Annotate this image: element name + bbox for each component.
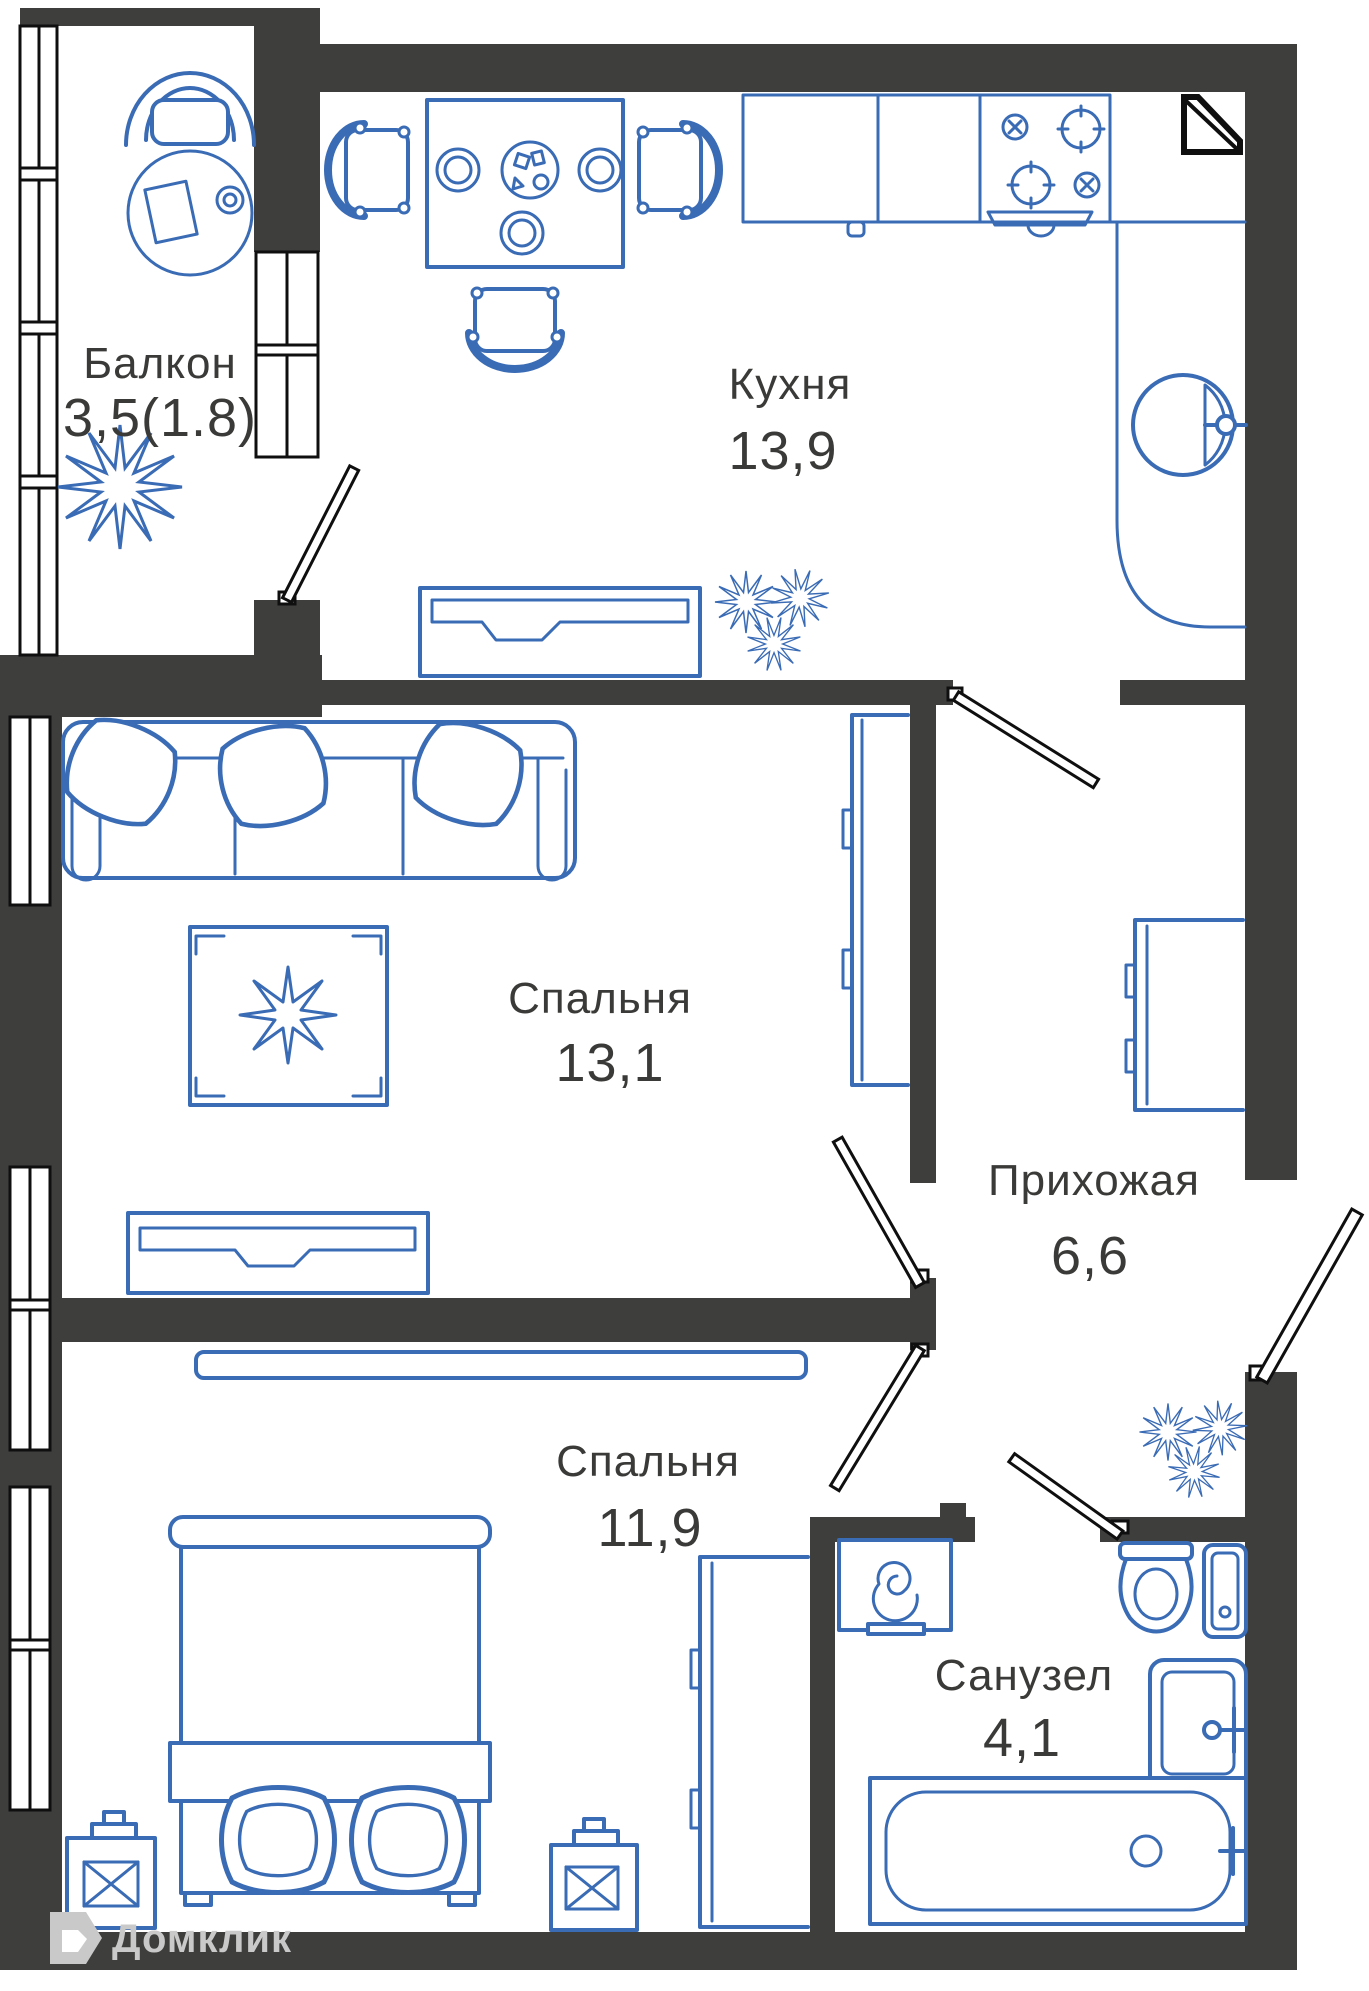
bathroom-furniture	[837, 1538, 1248, 1926]
area-bathroom: 4,1	[983, 1708, 1061, 1768]
bottom-outer-wall	[57, 1932, 1297, 1970]
watermark-text: Домклик	[112, 1917, 292, 1961]
balcony-armchair	[124, 71, 256, 147]
bedroom2-window-lower	[8, 1485, 52, 1812]
hallway-plant	[1138, 1391, 1257, 1506]
bedroom2-shelf	[194, 1350, 808, 1380]
windows	[8, 24, 320, 1812]
sofa	[55, 708, 577, 882]
doors	[277, 463, 1365, 1542]
balcony-window	[18, 24, 59, 657]
vent-shaft-icon	[1181, 94, 1243, 155]
watermark: Домклик	[50, 1912, 292, 1964]
table-star-decor	[238, 965, 338, 1065]
kitchen-hall-wall-stub	[1120, 680, 1245, 705]
kitchen-door	[946, 686, 1101, 790]
bathroom-left-wall	[810, 1517, 835, 1932]
label-balcony: Балкон	[83, 339, 237, 388]
kitchen-tv-stand	[418, 586, 702, 678]
area-bedroom1: 13,1	[555, 1033, 664, 1093]
bathroom-jamb-block	[940, 1503, 966, 1517]
bathroom-sink	[1148, 1658, 1248, 1802]
label-hallway: Прихожая	[988, 1156, 1200, 1205]
right-outer-wall-lower	[1245, 1496, 1297, 1970]
right-outer-wall-upper	[1245, 44, 1297, 1180]
nightstand-right	[549, 1817, 639, 1932]
toilet	[1118, 1541, 1194, 1634]
label-bathroom: Санузел	[935, 1651, 1113, 1700]
nightstand-left	[65, 1810, 157, 1930]
label-bedroom1: Спальня	[508, 974, 692, 1023]
kitchen-plant	[714, 559, 839, 679]
bedroom2-door	[828, 1342, 930, 1493]
bedroom1-wardrobe	[841, 713, 910, 1087]
label-bedroom2: Спальня	[556, 1437, 740, 1486]
chair-right	[638, 123, 719, 217]
dining-table	[425, 98, 625, 269]
bedroom1-furniture	[55, 708, 910, 1295]
bathroom-top-wall-a	[835, 1517, 975, 1542]
balcony-door-column	[254, 600, 320, 658]
cooktop	[986, 104, 1106, 238]
bedroom1-hall-wall	[910, 705, 936, 1183]
balcony-door	[277, 463, 361, 606]
chair-left	[328, 123, 409, 217]
label-kitchen: Кухня	[729, 360, 852, 409]
bedroom1-tv-stand	[126, 1211, 430, 1295]
entrance-hinge-column	[1245, 1372, 1297, 1496]
bedroom2-furniture	[65, 1350, 810, 1932]
bedrooms-divider-wall	[57, 1298, 910, 1342]
food-platter	[500, 140, 560, 200]
kitchen-furniture	[328, 93, 1248, 679]
area-hallway: 6,6	[1051, 1226, 1129, 1286]
coffee-table	[188, 925, 389, 1107]
kitchen-top-wall	[254, 44, 1297, 92]
balcony-furniture	[56, 71, 256, 551]
bathroom-cabinet	[1202, 1543, 1248, 1639]
bathtub	[868, 1776, 1248, 1926]
bedroom2-wardrobe	[689, 1555, 810, 1929]
domclick-house-logo-icon	[50, 1912, 102, 1964]
double-bed	[168, 1515, 492, 1907]
balcony-top-wall	[20, 8, 254, 26]
bedroom1-door	[831, 1135, 930, 1290]
area-kitchen: 13,9	[728, 421, 837, 481]
entrance-door	[1248, 1207, 1365, 1385]
area-bedroom2: 11,9	[597, 1498, 702, 1558]
sofa-pillows	[55, 708, 533, 837]
balcony-kitchen-window	[254, 250, 320, 459]
area-balcony: 3,5(1.8)	[63, 388, 257, 448]
kitchen-bedroom-wall	[322, 680, 953, 705]
balcony-round-table	[126, 149, 254, 277]
hallway-furniture	[1124, 918, 1257, 1506]
bathroom-door	[1006, 1451, 1130, 1542]
washing-machine	[837, 1538, 953, 1636]
kitchen-counter	[741, 93, 1112, 238]
chair-bottom	[468, 288, 562, 369]
hallway-wardrobe	[1124, 918, 1245, 1112]
bedroom2-window-upper	[8, 1165, 52, 1452]
double-door-hinge-block	[910, 1278, 936, 1350]
kitchen-sink-counter	[1104, 220, 1248, 629]
bedroom1-window	[8, 715, 52, 907]
room-labels: Балкон 3,5(1.8) Кухня 13,9 Спальня 13,1 …	[63, 339, 1200, 1768]
